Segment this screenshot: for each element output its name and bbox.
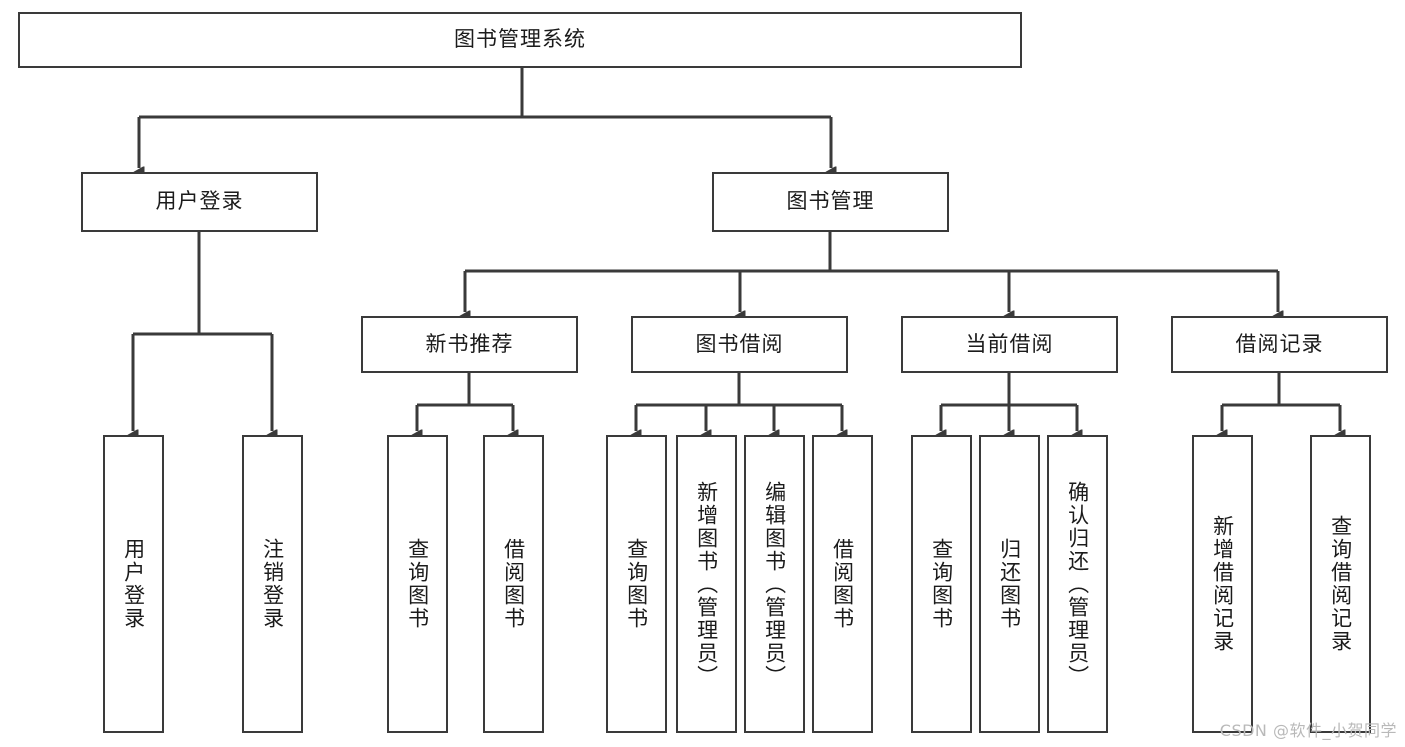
leaf-records-query-record[interactable]: 查询借阅记录 (1310, 435, 1371, 733)
node-book-borrow-label: 图书借阅 (695, 331, 784, 356)
node-book-management-label: 图书管理 (786, 189, 875, 214)
node-user-login[interactable]: 用户登录 (81, 172, 318, 232)
leaf-label: 查询图书 (405, 538, 430, 630)
node-book-management[interactable]: 图书管理 (712, 172, 949, 232)
leaf-label: 编辑图书（管理员） (762, 480, 787, 688)
node-user-login-label: 用户登录 (155, 189, 244, 214)
leaf-label: 查询借阅记录 (1328, 515, 1353, 653)
leaf-label: 查询图书 (624, 538, 649, 630)
node-borrow-records-label: 借阅记录 (1235, 331, 1324, 356)
leaf-borrow-edit-book-admin[interactable]: 编辑图书（管理员） (744, 435, 805, 733)
leaf-current-confirm-return-admin[interactable]: 确认归还（管理员） (1047, 435, 1108, 733)
leaf-recommend-query-book[interactable]: 查询图书 (387, 435, 448, 733)
leaf-user-login-login[interactable]: 用户登录 (103, 435, 164, 733)
leaf-label: 用户登录 (121, 538, 146, 630)
node-new-book-recommend-label: 新书推荐 (425, 331, 514, 356)
node-current-borrow[interactable]: 当前借阅 (901, 316, 1118, 373)
leaf-borrow-add-book-admin[interactable]: 新增图书（管理员） (676, 435, 737, 733)
leaf-current-return-book[interactable]: 归还图书 (979, 435, 1040, 733)
node-root-label: 图书管理系统 (454, 27, 586, 52)
leaf-label: 新增借阅记录 (1210, 515, 1235, 653)
node-new-book-recommend[interactable]: 新书推荐 (361, 316, 578, 373)
leaf-label: 注销登录 (260, 538, 285, 630)
leaf-label: 借阅图书 (501, 538, 526, 630)
leaf-label: 查询图书 (929, 538, 954, 630)
leaf-label: 新增图书（管理员） (694, 480, 719, 688)
leaf-label: 归还图书 (997, 538, 1022, 630)
leaf-borrow-borrow-book[interactable]: 借阅图书 (812, 435, 873, 733)
leaf-records-add-record[interactable]: 新增借阅记录 (1192, 435, 1253, 733)
node-root[interactable]: 图书管理系统 (18, 12, 1022, 68)
leaf-recommend-borrow-book[interactable]: 借阅图书 (483, 435, 544, 733)
leaf-label: 确认归还（管理员） (1065, 480, 1090, 688)
leaf-label: 借阅图书 (830, 538, 855, 630)
watermark: CSDN @软件_小贺同学 (1219, 721, 1397, 740)
leaf-current-query-book[interactable]: 查询图书 (911, 435, 972, 733)
node-book-borrow[interactable]: 图书借阅 (631, 316, 848, 373)
leaf-borrow-query-book[interactable]: 查询图书 (606, 435, 667, 733)
node-borrow-records[interactable]: 借阅记录 (1171, 316, 1388, 373)
node-current-borrow-label: 当前借阅 (965, 331, 1054, 356)
leaf-user-login-logout[interactable]: 注销登录 (242, 435, 303, 733)
